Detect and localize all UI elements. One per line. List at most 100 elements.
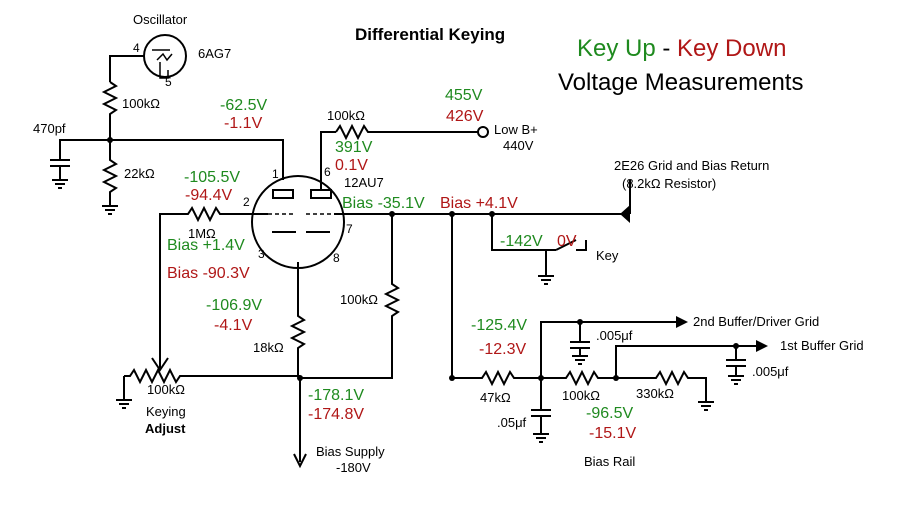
pin3-keydown-voltage: Bias -90.3V <box>167 265 250 282</box>
pot-label: 100kΩ <box>147 382 185 397</box>
legend-key-up: Key Up <box>577 35 656 62</box>
cap-05-icon <box>531 378 551 443</box>
supply-keyup-voltage: 455V <box>445 87 483 104</box>
plate-wire <box>320 131 336 190</box>
resistor-1m-label: 1MΩ <box>188 226 216 241</box>
oscillator-pin5-lead <box>159 62 169 79</box>
tube-plate-right <box>310 189 332 199</box>
bias-rail-wire <box>451 214 707 402</box>
buffer2-label: 2nd Buffer/Driver Grid <box>693 314 819 329</box>
ground-330k-icon <box>698 401 714 411</box>
resistor-rail-100k-label: 100kΩ <box>562 388 600 403</box>
resistor-47k-label: 47kΩ <box>480 390 511 405</box>
resistor-330k-label: 330kΩ <box>636 386 674 401</box>
legend-dash: - <box>656 35 677 62</box>
buffer-driver-keydown-voltage: -12.3V <box>479 341 526 358</box>
grid-return-label: 2E26 Grid and Bias Return <box>614 158 769 173</box>
cap-470pf-label: 470pf <box>33 121 66 136</box>
tube-plate-left <box>272 189 294 199</box>
adjust-label: Adjust <box>145 421 186 436</box>
resistor-18k-label: 18kΩ <box>253 340 284 355</box>
buffer2-wire <box>540 321 676 378</box>
tube-pin6-label: 6 <box>324 165 331 179</box>
bias-supply-arrow-icon <box>293 453 307 469</box>
tube-pin7-label: 7 <box>346 222 353 236</box>
cap-005-a-icon <box>570 322 590 365</box>
pin1-wire <box>110 139 284 180</box>
cap-05-label: .05μf <box>497 415 527 430</box>
key-wire <box>491 214 556 251</box>
tube-type-label: 12AU7 <box>344 175 384 190</box>
key-label: Key <box>596 248 619 263</box>
buffer1-arrow-icon <box>756 340 768 352</box>
resistor-22k-label: 22kΩ <box>124 166 155 181</box>
buffer-driver-keyup-voltage: -125.4V <box>471 317 527 334</box>
resistor-18k <box>289 290 307 376</box>
grid-return-arrow-icon <box>620 205 630 223</box>
pot-keying-adjust <box>124 367 300 385</box>
bias-supply-keydown-voltage: -174.8V <box>308 406 364 423</box>
buffer1-label: 1st Buffer Grid <box>780 338 864 353</box>
bias-supply-label: Bias Supply <box>316 444 385 459</box>
resistor-mid-100k <box>300 214 401 379</box>
cathode-keydown-voltage: -4.1V <box>214 317 253 334</box>
oscillator-label: Oscillator <box>133 12 188 27</box>
cap-005-b-label: .005μf <box>752 364 789 379</box>
legend-key-down: Key Down <box>677 35 786 62</box>
key-ground-icon <box>538 250 554 285</box>
resistor-mid-label: 100kΩ <box>340 292 378 307</box>
grid-return-note: (8.2kΩ Resistor) <box>622 176 716 191</box>
tube-pin8-label: 8 <box>333 251 340 265</box>
bias-keydown-voltage: Bias +4.1V <box>440 195 518 212</box>
oscillator-pin4-label: 4 <box>133 41 140 55</box>
grid-1m-wire <box>159 205 268 368</box>
node-rail-start <box>449 375 455 381</box>
diagram-title: Differential Keying <box>355 25 505 44</box>
bias-supply-keyup-voltage: -178.1V <box>308 387 364 404</box>
keying-label: Keying <box>146 404 186 419</box>
tube-pin3-label: 3 <box>258 247 265 261</box>
tube-pin2-label: 2 <box>243 195 250 209</box>
buffer2-arrow-icon <box>676 316 688 328</box>
cathode-keyup-voltage: -106.9V <box>206 297 262 314</box>
pin1-keyup-voltage: -62.5V <box>220 97 267 114</box>
key-contact-icon <box>555 239 587 251</box>
ground-pot-icon <box>116 376 132 409</box>
key-keydown-voltage: 0V <box>557 233 577 250</box>
oscillator-pin5-label: 5 <box>165 75 172 89</box>
tube-pin1-label: 1 <box>272 167 279 181</box>
pin6-keydown-voltage: 0.1V <box>335 157 368 174</box>
bias-supply-voltage: -180V <box>336 460 371 475</box>
buffer1-wire <box>615 345 756 378</box>
legend-line2: Voltage Measurements <box>558 69 803 96</box>
pot-wiper-arrow-icon <box>151 357 169 372</box>
cap-005-a-label: .005μf <box>596 328 633 343</box>
key-keyup-voltage: -142V <box>500 233 543 250</box>
resistor-plate-label: 100kΩ <box>327 108 365 123</box>
bias-rail-keydown-voltage: -15.1V <box>589 425 636 442</box>
supply-keydown-voltage: 426V <box>446 108 484 125</box>
pin2-keydown-voltage: -94.4V <box>185 187 232 204</box>
low-b-label: Low B+ <box>494 122 538 137</box>
legend-line1: Key Up - Key Down <box>577 35 786 62</box>
cap-470pf-wire <box>59 139 110 160</box>
oscillator-tube-type: 6AG7 <box>198 46 231 61</box>
bias-keyup-voltage: Bias -35.1V <box>342 195 425 212</box>
low-b-terminal <box>477 126 489 138</box>
bias-rail-keyup-voltage: -96.5V <box>586 405 633 422</box>
pin6-keyup-voltage: 391V <box>335 139 373 156</box>
cap-470pf-ground <box>50 159 70 189</box>
cap-005-b-icon <box>726 346 746 385</box>
low-b-voltage: 440V <box>503 138 534 153</box>
osc-grid-wire <box>109 55 144 82</box>
resistor-22k <box>101 140 119 206</box>
resistor-100k-top <box>101 81 119 140</box>
resistor-100k-top-label: 100kΩ <box>122 96 160 111</box>
pin1-keydown-voltage: -1.1V <box>224 115 263 132</box>
ground-22k-icon <box>102 205 118 215</box>
pin3-keyup-voltage: Bias +1.4V <box>167 237 245 254</box>
bias-rail-label: Bias Rail <box>584 454 635 469</box>
resistor-plate-100k <box>335 123 478 141</box>
pin2-keyup-voltage: -105.5V <box>184 169 240 186</box>
